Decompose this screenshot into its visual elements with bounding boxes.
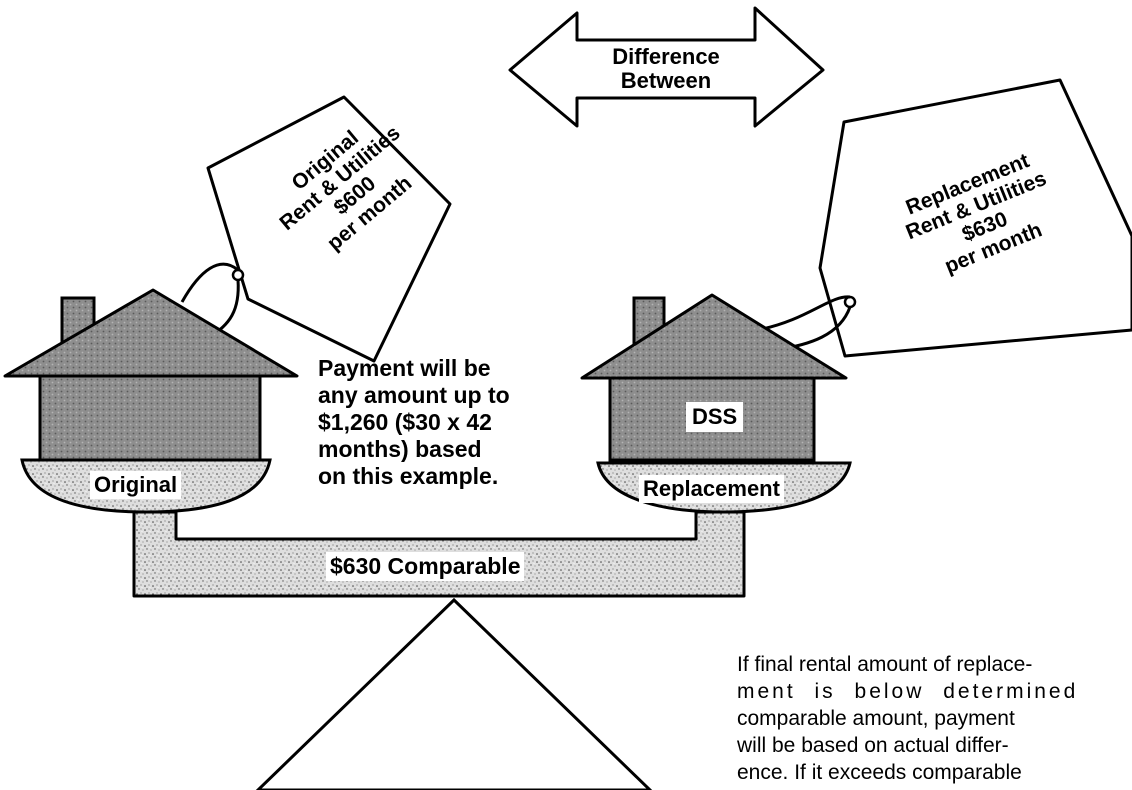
tag-right xyxy=(757,78,1132,358)
note-text: If final rental amount of replace- ment … xyxy=(737,651,1132,786)
house-right-label: Replacement xyxy=(639,475,784,503)
difference-arrow xyxy=(508,6,825,128)
house-left-label: Original xyxy=(90,471,182,499)
note-line: will be based on actual differ- xyxy=(737,734,1009,757)
house-left xyxy=(3,288,299,514)
note-line: If final rental amount of replace- xyxy=(737,653,1033,676)
payment-line: months) based xyxy=(318,436,482,462)
payment-line: any amount up to xyxy=(318,382,510,408)
beam-label: $630 Comparable xyxy=(326,552,525,581)
house-right-sign: DSS xyxy=(686,402,744,432)
payment-line: Payment will be xyxy=(318,355,491,381)
fulcrum-triangle xyxy=(255,597,653,790)
payment-line: on this example. xyxy=(318,463,499,489)
note-line: ence. If it exceeds comparable xyxy=(737,761,1022,784)
tag-left xyxy=(180,95,452,363)
payment-line: $1,260 ($30 x 42 xyxy=(318,409,492,435)
note-line: ment is below determined xyxy=(737,680,1079,703)
payment-text: Payment will be any amount up to $1,260 … xyxy=(318,355,618,490)
arrow-label-line2: Between xyxy=(620,68,712,93)
note-line: comparable amount, payment xyxy=(737,707,1015,730)
arrow-label-line1: Difference xyxy=(612,44,720,69)
arrow-label: Difference Between xyxy=(577,45,755,93)
